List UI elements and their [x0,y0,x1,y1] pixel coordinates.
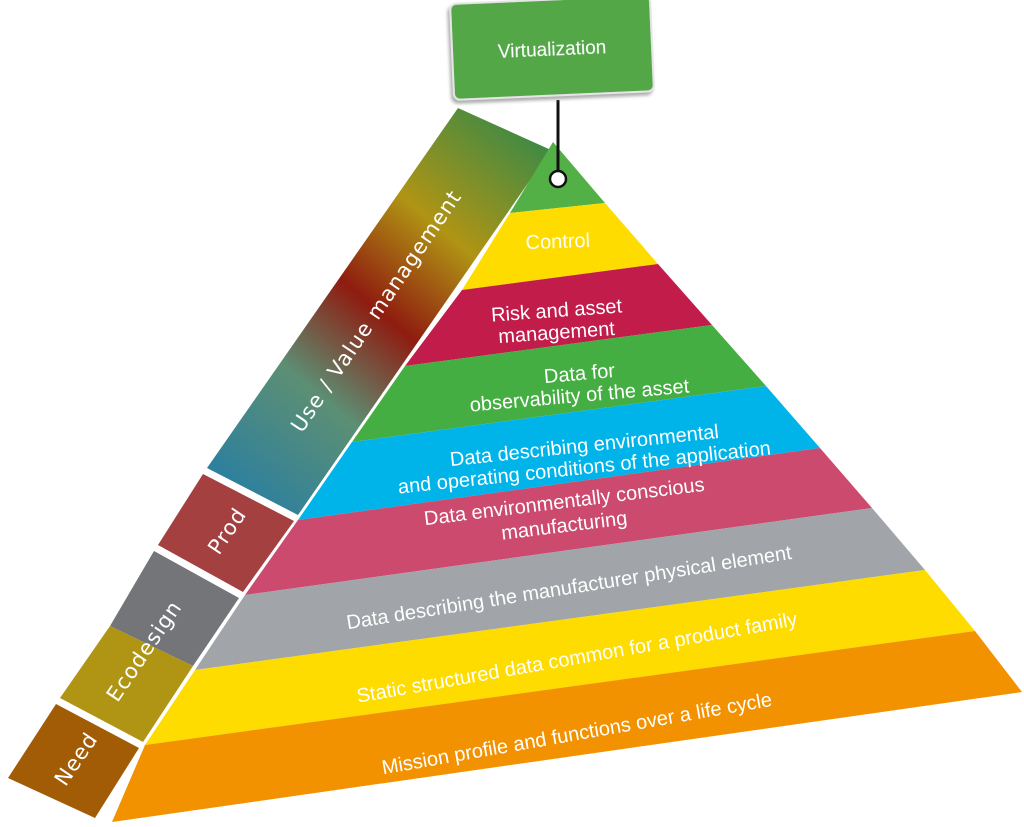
pyramid-layer-control [462,203,658,290]
phase-prod-segment [158,474,294,592]
pyramid-layer-risk [405,264,712,366]
pyramid-layer-environment [298,386,820,520]
pyramid-layer-label-control-line-1: Control [525,230,590,254]
phase-use-segment [207,108,551,515]
virtualization-label: Virtualization [497,37,606,63]
pyramid-layer-mission [112,631,1022,822]
pyramid-layer-manufacturing [245,448,872,595]
phase-ecodesign-olive-segment [60,626,193,742]
phase-ecodesign-gray-segment [110,551,239,666]
virtualization-callout: Virtualization [449,0,655,189]
virtualization-box [449,0,655,101]
connector-dot [548,169,568,189]
pyramid-layer-observability [352,325,766,442]
pyramid-layer-physical [195,508,925,670]
phase-need-segment [8,704,139,818]
pyramid-layer-static [145,570,975,745]
